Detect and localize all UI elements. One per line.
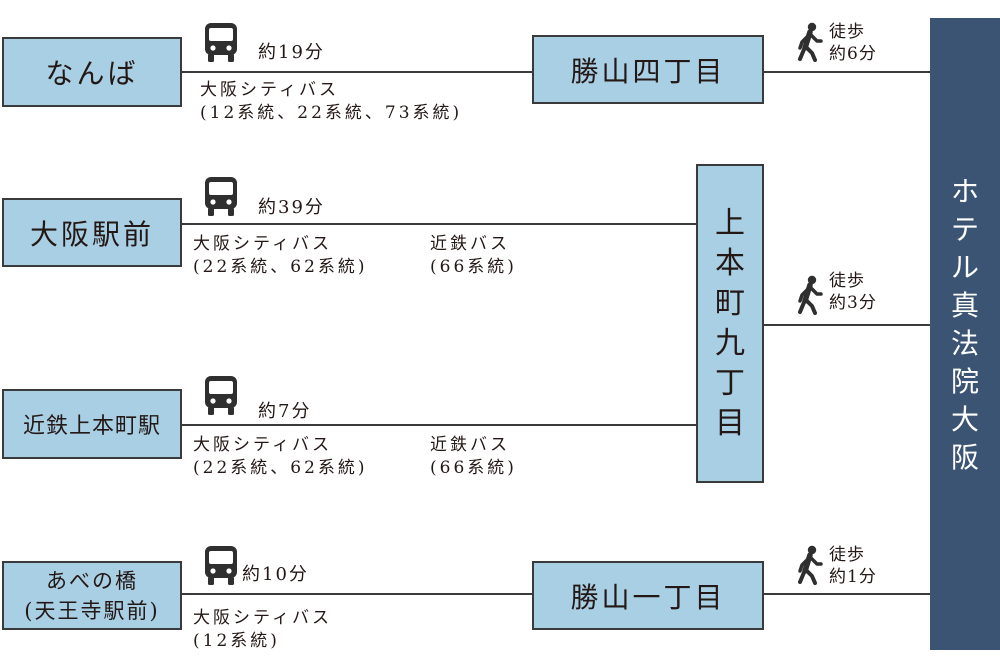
route-desc-abenobashi: 大阪シティバス (12系統) (193, 607, 332, 653)
walk-info-katsuyama-4: 徒歩 約6分 (829, 21, 877, 65)
pedestrian-icon (798, 22, 823, 62)
origin-namba-label: なんば (45, 57, 139, 90)
origin-namba: なんば (2, 37, 182, 107)
route-lines: (12系統、22系統、73系統) (200, 103, 463, 123)
route-operator: 近鉄バス (430, 234, 510, 254)
route-operator: 大阪シティバス (200, 80, 339, 100)
walk-line-uehonmachi-9 (764, 324, 930, 326)
origin-abenobashi-label-2: (天王寺駅前) (24, 598, 160, 623)
walk-time: 約1分 (829, 567, 877, 587)
route-time-osaka-ekimae: 約39分 (258, 197, 325, 218)
origin-abenobashi-label-1: あべの橋 (46, 568, 138, 593)
pedestrian-icon (798, 545, 823, 585)
route-line-kintetsu-uehonmachi (182, 424, 696, 426)
stop-katsuyama-4: 勝山四丁目 (532, 35, 764, 104)
pedestrian-icon (798, 275, 823, 315)
walk-label: 徒歩 (829, 545, 865, 565)
origin-osaka-ekimae: 大阪駅前 (2, 198, 182, 267)
route-line-abenobashi (182, 593, 532, 595)
walk-time: 約6分 (829, 44, 877, 64)
route-time-abenobashi: 約10分 (242, 564, 309, 585)
route-lines: (22系統、62系統) (193, 257, 368, 277)
walk-info-uehonmachi-9: 徒歩 約3分 (829, 270, 877, 314)
stop-katsuyama-1-label: 勝山一丁目 (570, 580, 726, 614)
route-line-osaka-ekimae (182, 223, 696, 225)
origin-kintetsu-uehonmachi: 近鉄上本町駅 (2, 389, 182, 459)
route-lines: (66系統) (430, 257, 517, 277)
hotel-destination: ホ テ ル 真 法 院 大 阪 (930, 18, 1000, 650)
stop-katsuyama-4-label: 勝山四丁目 (570, 54, 726, 88)
walk-label: 徒歩 (829, 22, 865, 42)
route-operator: 大阪シティバス (193, 234, 332, 254)
route-lines: (12系統) (193, 631, 280, 651)
route-desc-osaka-ekimae: 大阪シティバス (22系統、62系統) (193, 233, 368, 279)
route-desc-namba: 大阪シティバス (12系統、22系統、73系統) (200, 79, 462, 125)
bus-icon (205, 177, 237, 216)
origin-osaka-ekimae-label: 大阪駅前 (29, 217, 154, 251)
bus-icon (205, 376, 237, 415)
walk-info-katsuyama-1: 徒歩 約1分 (829, 544, 877, 588)
stop-uehonmachi-9-label: 上 本 町 九 丁 目 (715, 205, 745, 441)
bus-icon (205, 546, 237, 585)
route-operator: 大阪シティバス (193, 608, 332, 628)
walk-line-katsuyama-1 (764, 593, 930, 595)
route-line-namba (182, 71, 532, 73)
origin-kintetsu-uehonmachi-label: 近鉄上本町駅 (22, 414, 161, 439)
route-time-namba: 約19分 (258, 42, 325, 63)
route-operator: 近鉄バス (430, 435, 510, 455)
route-desc-kintetsu-uehonmachi: 大阪シティバス (22系統、62系統) (193, 434, 368, 480)
hotel-label: ホ テ ル 真 法 院 大 阪 (950, 175, 979, 474)
route-lines: (66系統) (430, 458, 517, 478)
walk-time: 約3分 (829, 293, 877, 313)
route-desc-osaka-ekimae-2: 近鉄バス (66系統) (430, 233, 517, 279)
route-operator: 大阪シティバス (193, 435, 332, 455)
stop-katsuyama-1: 勝山一丁目 (532, 561, 764, 630)
route-time-kintetsu-uehonmachi: 約7分 (258, 401, 312, 422)
walk-line-katsuyama-4 (764, 71, 930, 73)
route-desc-kintetsu-uehonmachi-2: 近鉄バス (66系統) (430, 434, 517, 480)
walk-label: 徒歩 (829, 271, 865, 291)
stop-uehonmachi-9: 上 本 町 九 丁 目 (696, 164, 764, 483)
route-lines: (22系統、62系統) (193, 458, 368, 478)
origin-abenobashi: あべの橋 (天王寺駅前) (2, 561, 182, 630)
bus-icon (205, 23, 237, 62)
